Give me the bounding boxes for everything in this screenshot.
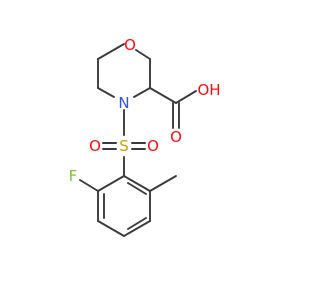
bond-ch-cooh xyxy=(149,87,177,104)
bond-ar-inner-2 xyxy=(127,217,147,230)
bond-ar-f xyxy=(79,179,99,192)
atom-o-carbonyl: O xyxy=(170,128,182,146)
atom-f: F xyxy=(69,167,78,185)
bond-o-ch2-left xyxy=(97,43,125,60)
bond-ar-c4-c5 xyxy=(123,220,151,237)
bond-ar-c6-c1 xyxy=(123,175,151,192)
structure-canvas: O N OH O S O O F xyxy=(69,36,221,237)
bond-ch2-o xyxy=(135,49,151,60)
bond-ar-inner-3 xyxy=(127,182,147,195)
atom-o-sulfonyl-left: O xyxy=(89,137,101,155)
atom-n-ring: N xyxy=(118,94,129,112)
bond-ar-methyl xyxy=(149,175,177,192)
atom-o-sulfonyl-right: O xyxy=(147,137,159,155)
bond-ar-c3-c4 xyxy=(97,220,125,237)
bond-ar-c1-c2 xyxy=(97,175,125,192)
atom-oh-acid: OH xyxy=(197,81,220,99)
bond-ch2-n xyxy=(97,87,115,98)
atom-o-ring: O xyxy=(124,36,136,54)
bond-c-oh xyxy=(175,90,197,104)
bond-n-ch xyxy=(133,87,151,98)
atom-s: S xyxy=(119,137,129,155)
molecule-structure: O N OH O S O O F xyxy=(69,36,221,237)
